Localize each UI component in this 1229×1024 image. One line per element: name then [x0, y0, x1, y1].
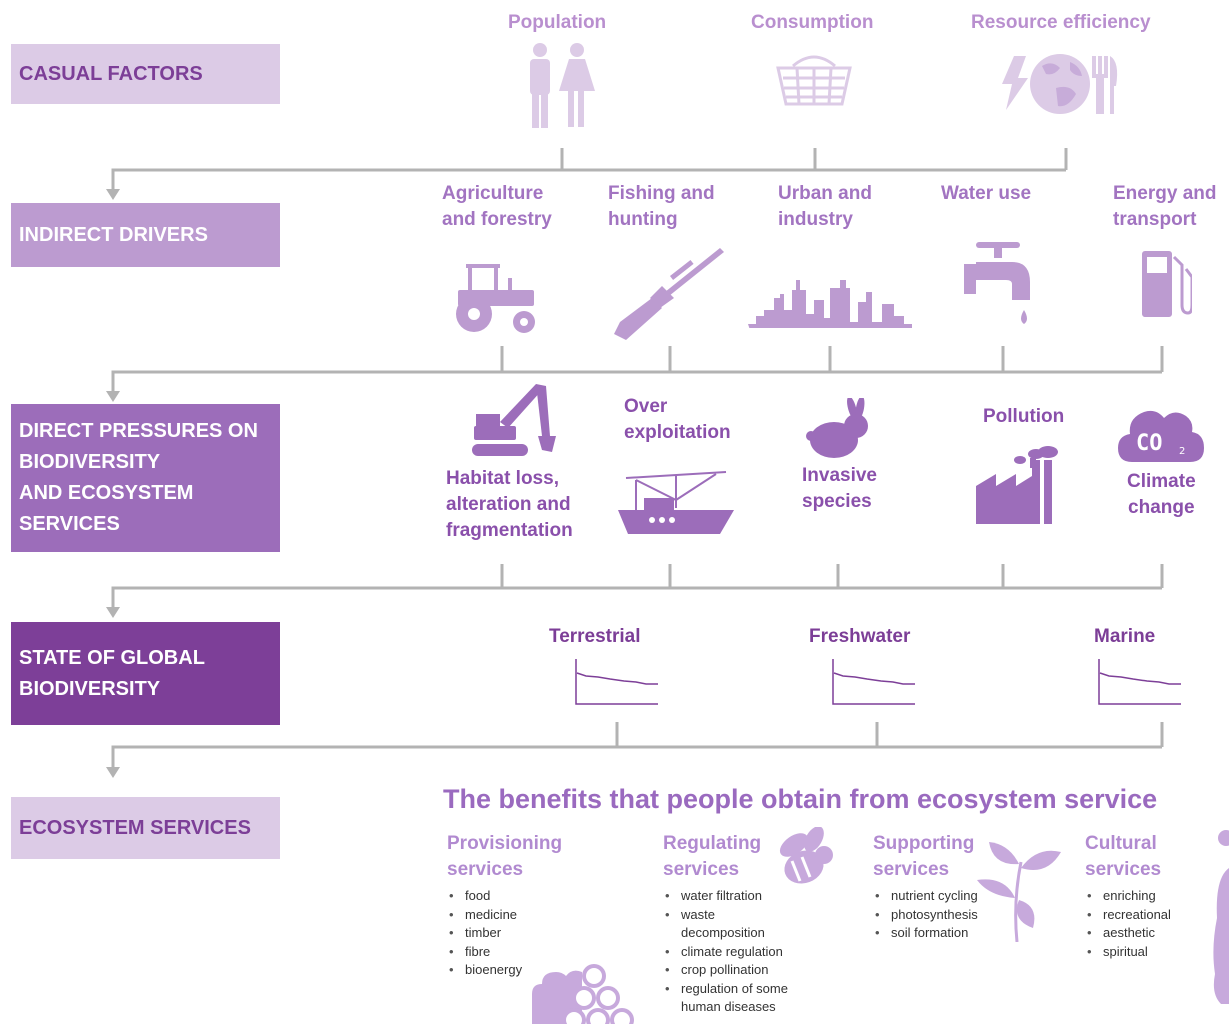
- regulating-list: water filtration waste decomposition cli…: [663, 887, 788, 1017]
- band-ecosystem-services: ECOSYSTEM SERVICES: [11, 797, 280, 859]
- band-direct-pressures: DIRECT PRESSURES ON BIODIVERSITY AND ECO…: [11, 404, 280, 552]
- list-item: decomposition: [681, 925, 765, 940]
- list-item: spiritual: [1085, 943, 1171, 962]
- list-item: climate regulation: [663, 943, 788, 962]
- person-icon: [1213, 830, 1229, 1004]
- list-item: crop pollination: [663, 961, 788, 980]
- fishing-label: Fishing and hunting: [608, 183, 715, 230]
- plant-icon: [977, 842, 1061, 942]
- tap-icon: [964, 242, 1030, 324]
- trend-chart-icon: [575, 659, 658, 705]
- list-item: recreational: [1085, 906, 1171, 925]
- supporting-list: nutrient cycling photosynthesis soil for…: [873, 887, 978, 943]
- cultural-title: Cultural services: [1085, 833, 1162, 880]
- supporting-title: Supporting services: [873, 833, 975, 880]
- pollution-label: Pollution: [983, 406, 1065, 427]
- list-item: human diseases: [681, 999, 776, 1014]
- band-direct-pressures-label: DIRECT PRESSURES ON BIODIVERSITY AND ECO…: [19, 420, 258, 535]
- logs-icon: [532, 964, 634, 1024]
- list-item: regulation of some: [663, 980, 788, 999]
- consumption-label: Consumption: [751, 12, 874, 33]
- provisioning-list: food medicine timber fibre bioenergy: [447, 887, 522, 980]
- trend-chart-icon: [832, 659, 915, 705]
- list-item: bioenergy: [447, 961, 522, 980]
- band-indirect-drivers: INDIRECT DRIVERS: [11, 203, 280, 267]
- basket-icon: [776, 55, 852, 106]
- benefits-title: The benefits that people obtain from eco…: [443, 784, 1158, 814]
- list-item: waste: [663, 906, 788, 925]
- svg-text:2: 2: [1179, 446, 1185, 457]
- energy-label: Energy and transport: [1113, 183, 1217, 230]
- globe-energy-icon: [1002, 54, 1118, 114]
- factory-icon: [976, 446, 1058, 524]
- co2-cloud-icon: CO 2: [1118, 410, 1204, 462]
- band-causal-factors: CASUAL FACTORS: [11, 44, 280, 104]
- co2-text: CO: [1136, 431, 1163, 456]
- bee-icon: [779, 827, 833, 884]
- fishing-boat-icon: [618, 471, 734, 534]
- fuel-pump-icon: [1142, 251, 1192, 317]
- list-item: fibre: [447, 943, 522, 962]
- list-item: soil formation: [873, 924, 978, 943]
- excavator-icon: [472, 384, 556, 456]
- over-exploitation-label: Over exploitation: [624, 396, 731, 443]
- band-ecosystem-services-label: ECOSYSTEM SERVICES: [19, 816, 251, 839]
- water-use-label: Water use: [941, 183, 1032, 204]
- invasive-species-label: Invasive species: [802, 465, 877, 512]
- band-causal-factors-label: CASUAL FACTORS: [19, 62, 203, 85]
- list-item: photosynthesis: [873, 906, 978, 925]
- terrestrial-label: Terrestrial: [549, 626, 641, 647]
- list-item: food: [447, 887, 522, 906]
- list-item: water filtration: [663, 887, 788, 906]
- rifle-icon: [614, 248, 724, 340]
- tractor-icon: [456, 264, 535, 333]
- population-label: Population: [508, 12, 607, 33]
- cultural-list: enriching recreational aesthetic spiritu…: [1085, 887, 1171, 961]
- habitat-loss-label: Habitat loss, alteration and fragmentati…: [446, 468, 573, 541]
- resource-efficiency-label: Resource efficiency: [971, 12, 1151, 33]
- agriculture-label: Agriculture and forestry: [442, 183, 552, 230]
- list-item: timber: [447, 924, 522, 943]
- people-icon: [530, 43, 595, 128]
- band-indirect-drivers-label: INDIRECT DRIVERS: [19, 223, 208, 246]
- marine-label: Marine: [1094, 626, 1156, 647]
- list-item: medicine: [447, 906, 522, 925]
- trend-chart-icon: [1098, 659, 1181, 705]
- rabbit-icon: [806, 398, 868, 458]
- provisioning-title: Provisioning services: [447, 833, 563, 880]
- urban-label: Urban and industry: [778, 183, 872, 230]
- climate-change-label: Climate change: [1127, 471, 1196, 518]
- band-state-of-biodiversity: STATE OF GLOBAL BIODIVERSITY: [11, 622, 280, 725]
- regulating-title: Regulating services: [663, 833, 762, 880]
- city-skyline-icon: [748, 280, 912, 328]
- band-state-label: STATE OF GLOBAL BIODIVERSITY: [19, 646, 205, 700]
- freshwater-label: Freshwater: [809, 626, 911, 647]
- list-item: enriching: [1085, 887, 1171, 906]
- list-item: nutrient cycling: [873, 887, 978, 906]
- list-item: aesthetic: [1085, 924, 1171, 943]
